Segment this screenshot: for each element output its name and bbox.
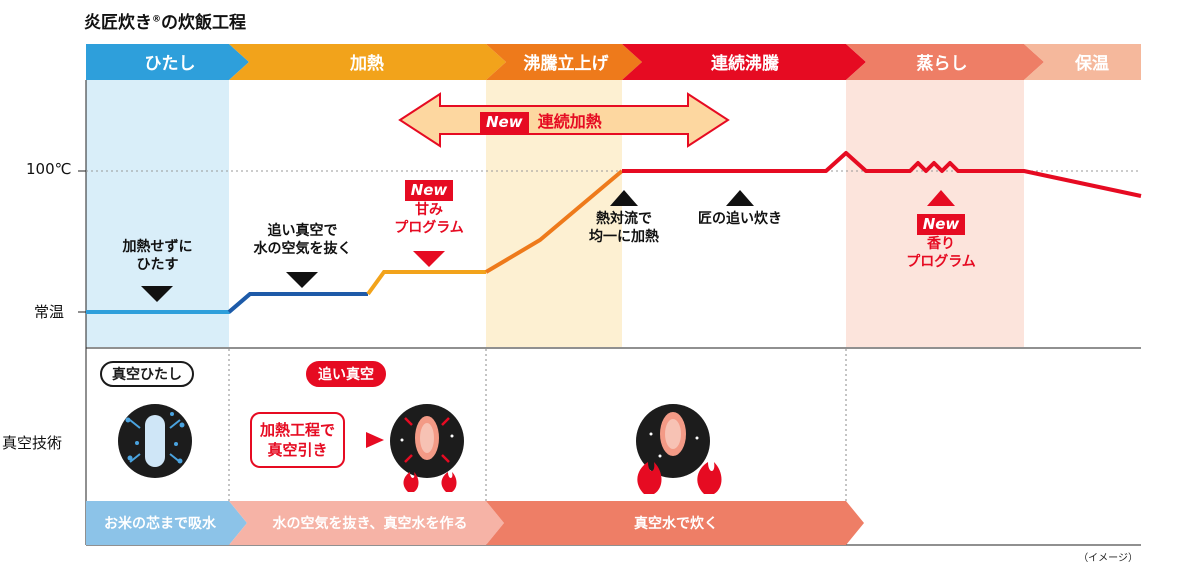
new-badge: New xyxy=(916,214,966,235)
rice-soak-icon xyxy=(118,404,192,478)
marker-sweet xyxy=(413,251,445,267)
marker-convection xyxy=(610,190,638,206)
bottom-label-vacwater: 水の空気を抜き、真空水を作る xyxy=(272,515,467,532)
stage-arrow-keepwarm xyxy=(1024,44,1141,80)
stage-arrow-heat xyxy=(229,44,506,80)
new-badge: New xyxy=(480,112,529,133)
footnote: （イメージ） xyxy=(1078,553,1138,564)
marker-soak xyxy=(141,286,173,302)
annotation-sweet-program: New 甘みプログラム xyxy=(394,180,464,236)
annotation-no-heat: 加熱せずにひたす xyxy=(122,239,193,273)
y-label-room-temp: 常温 xyxy=(34,303,65,321)
bottom-arrow-vacwater xyxy=(229,501,504,545)
stage-arrow-cont-boil xyxy=(622,44,866,80)
stage-label-soak: ひたし xyxy=(145,54,196,74)
stage-label-boil-rise: 沸騰立上げ xyxy=(524,53,610,74)
marker-vacuum xyxy=(286,272,318,288)
soak-stage-tint xyxy=(86,80,229,347)
stage-arrow-boil-rise xyxy=(486,44,642,80)
continuous-heat-arrow xyxy=(398,92,730,148)
marker-takumi xyxy=(726,190,754,206)
pill-vacuum-soak: 真空ひたし xyxy=(100,361,194,387)
stage-arrow-soak xyxy=(86,44,249,80)
rice-vacuum-icon xyxy=(390,404,464,492)
annotation-convection: 熱対流で均一に加熱 xyxy=(589,211,659,245)
temp-curve-boil xyxy=(622,151,1142,198)
temp-curve-vacuum xyxy=(227,292,368,314)
stage-label-steam: 蒸らし xyxy=(917,54,968,74)
annotation-aroma-program: New 香りプログラム xyxy=(906,214,976,270)
annotation-vacuum-chase: 追い真空で水の空気を抜く xyxy=(253,223,352,257)
bottom-label-absorb: お米の芯まで吸水 xyxy=(104,515,217,532)
pill-vacuum-chase: 追い真空 xyxy=(306,361,386,387)
continuous-heat-label: New 連続加熱 xyxy=(480,108,602,133)
stage-arrow-steam xyxy=(846,44,1044,80)
bottom-arrow-absorb xyxy=(86,501,247,545)
temp-curve-heat xyxy=(366,270,486,296)
stage-label-keepwarm: 保温 xyxy=(1074,53,1109,74)
bubble-pointer xyxy=(366,432,384,448)
page-title: 炎匠炊き®の炊飯工程 xyxy=(84,13,246,33)
bottom-arrow-cook xyxy=(486,501,864,545)
marker-aroma xyxy=(927,190,955,206)
bottom-label-cook: 真空水で炊く xyxy=(634,515,718,532)
callout-vacuum-heating: 加熱工程で真空引き xyxy=(250,412,346,468)
rice-boil-icon xyxy=(636,404,722,494)
stage-label-heat: 加熱 xyxy=(349,53,384,74)
row-label-vacuum-tech: 真空技術 xyxy=(2,434,63,452)
steam-stage-tint xyxy=(846,80,1024,347)
annotation-takumi: 匠の追い炊き xyxy=(698,211,782,227)
stage-label-cont-boil: 連続沸騰 xyxy=(711,53,780,74)
new-badge: New xyxy=(404,180,454,201)
temp-curve-boil-rise xyxy=(484,169,624,274)
y-label-100c: 100℃ xyxy=(26,160,72,178)
